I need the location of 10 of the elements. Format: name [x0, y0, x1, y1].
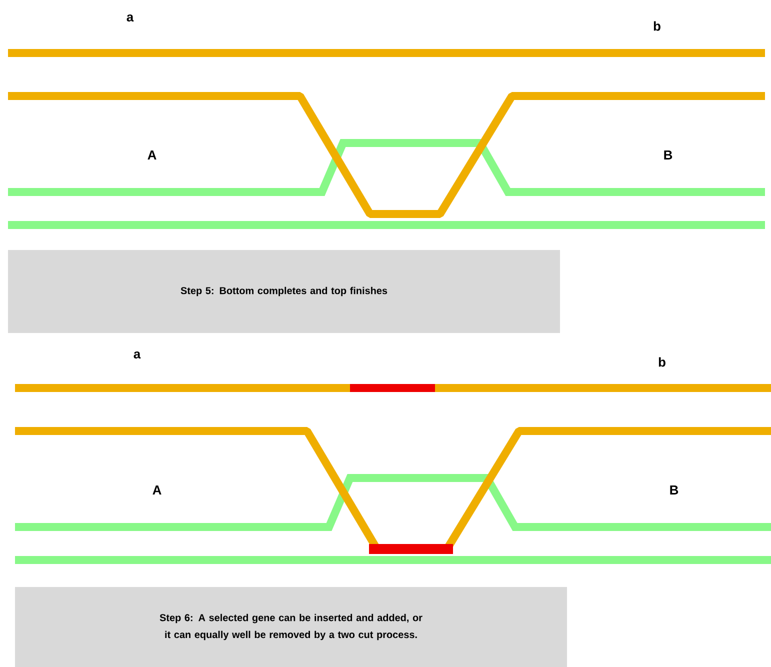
strand-label: A	[148, 150, 156, 160]
strand-label: b	[658, 357, 666, 367]
strand-label: B	[670, 486, 678, 494]
step-box: Step 6: A selected gene can be inserted and added, or it can equally well be removed by a two cut process.	[15, 587, 567, 667]
strand-label: B	[664, 150, 672, 160]
strand-label: a	[134, 351, 141, 359]
strand-label: A	[152, 486, 162, 494]
strand-label: a	[126, 14, 134, 22]
step-box: Step 5: Bottom completes and top finishes	[8, 250, 560, 333]
strand-label: b	[654, 21, 660, 31]
